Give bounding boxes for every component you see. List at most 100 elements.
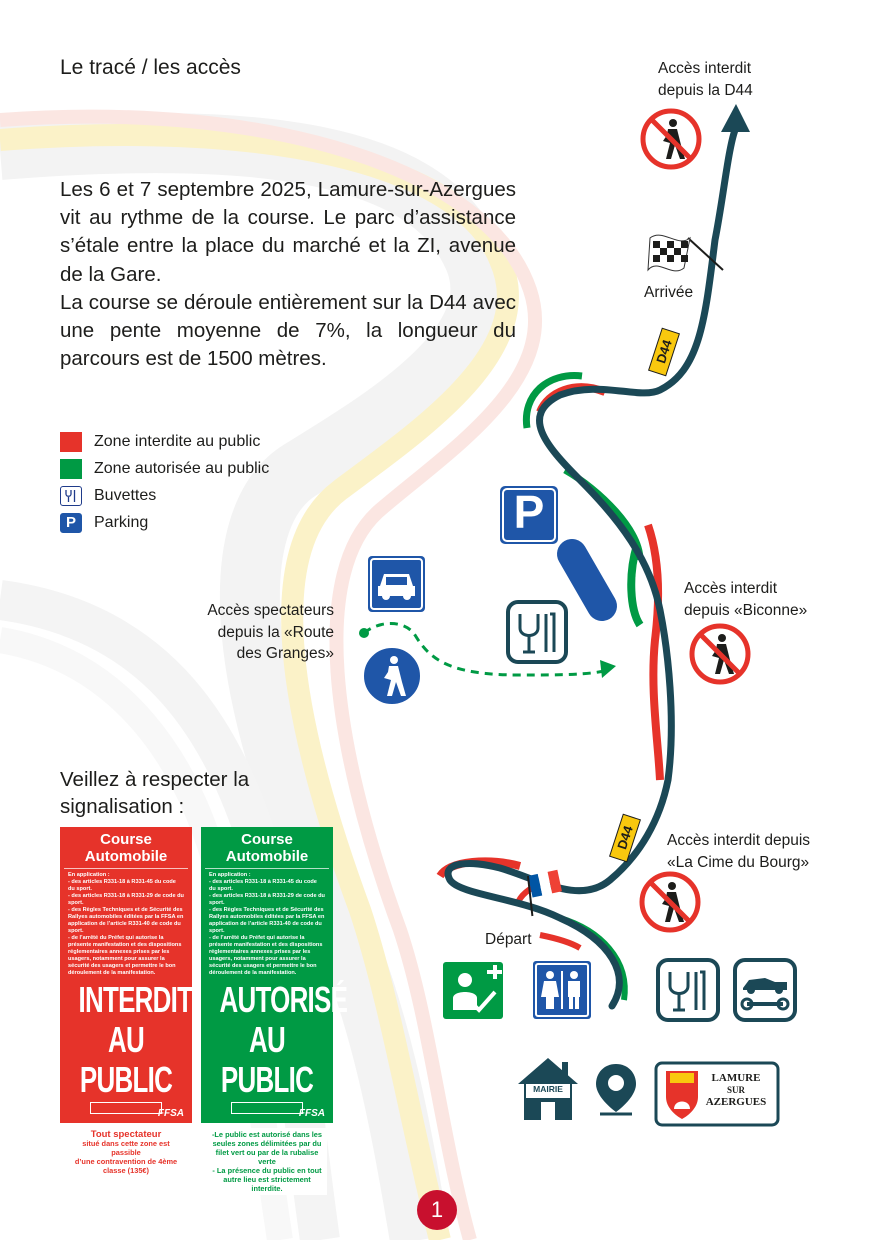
parking-icon: P (60, 512, 82, 533)
town-logo (654, 1061, 780, 1127)
box-line: -Le public est autorisé dans les seules … (211, 1130, 323, 1166)
legend-label: Parking (94, 513, 149, 531)
town-logo-line: SUR (726, 1085, 745, 1095)
forbidden-swatch (60, 431, 82, 452)
fine-line: - des Règles Techniques et de Sécurité d… (209, 907, 325, 934)
fine-line: - des articles R331-18 à R331-29 de code… (68, 893, 184, 906)
cutlery-icon (60, 485, 82, 506)
toilets-icon (533, 961, 591, 1019)
fine-line: - des articles R331-18 à R331-29 de code… (209, 893, 325, 906)
label-line: des Granges» (236, 645, 334, 662)
legend: Zone interdite au public Zone autorisée … (60, 428, 269, 536)
fine-line: - de l’arrêté du Préfet qui autorise la … (68, 935, 182, 976)
label-arrivee: Arrivée (644, 284, 694, 301)
legend-label: Zone autorisée au public (94, 459, 270, 477)
town-hall-icon (518, 1058, 578, 1120)
panel-big-line-1: INTERDIT (78, 979, 193, 1020)
no-pedestrian-icon-biconne (689, 623, 751, 685)
first-aid-icon (443, 962, 503, 1019)
label-line: depuis «Biconne» (684, 601, 808, 619)
label-line: depuis la D44 (658, 81, 753, 99)
panel-arrow (90, 1102, 162, 1114)
town-logo-text: LAMURE SUR AZERGUES (700, 1072, 772, 1108)
panel-interdit: Course Automobile En application : - des… (60, 827, 193, 1177)
panel-header: Course Automobile (64, 831, 188, 869)
finish-flag-icon (647, 234, 724, 272)
label-acces-d44: Accès interdit depuis la D44 (658, 58, 753, 101)
no-pedestrian-icon-cime (639, 871, 701, 933)
town-logo-line: AZERGUES (705, 1096, 767, 1108)
label-line: Accès spectateurs (207, 602, 334, 619)
label-line: Accès interdit (684, 580, 778, 597)
panel-big-line-2: AU PUBLIC (79, 1019, 173, 1100)
car-road-icon (368, 556, 425, 612)
allowed-zone-right (627, 543, 644, 628)
panel-info-box: -Le public est autorisé dans les seules … (207, 1128, 327, 1195)
label-acces-cime: Accès interdit depuis «La Cime du Bourg» (667, 830, 810, 873)
heading-line: Veillez à respecter la (60, 768, 250, 791)
label-line: Accès interdit (658, 60, 752, 77)
pedestrian-icon (362, 646, 422, 706)
spectator-access-path (363, 622, 609, 677)
legend-label: Zone interdite au public (94, 432, 261, 450)
panel-warning-box: Tout spectateur situé dans cette zone es… (66, 1128, 186, 1177)
heading-line: signalisation : (60, 795, 185, 818)
start-flag-icon (527, 869, 562, 917)
panel-fine-print: En application : - des articles R331-18 … (60, 869, 192, 980)
legend-item-parking: P Parking (60, 509, 269, 536)
box-line: situé dans cette zone est passible (82, 1139, 170, 1157)
fine-line: En application : (68, 872, 110, 878)
panel-autorise: Course Automobile En application : - des… (201, 827, 348, 1195)
label-acces-spectateurs: Accès spectateurs depuis la «Route des G… (150, 600, 334, 665)
legend-item-forbidden: Zone interdite au public (60, 428, 269, 455)
panel-big-line-2: AU PUBLIC (220, 1019, 314, 1100)
page-title: Le tracé / les accès (60, 56, 241, 79)
box-line: Tout spectateur (90, 1129, 162, 1140)
intro-paragraph-1: Les 6 et 7 septembre 2025, Lamure-sur-Az… (60, 178, 516, 286)
cutlery-icon-bottom (656, 958, 720, 1022)
label-line: «La Cime du Bourg» (667, 853, 810, 871)
mairie-label: MAIRIE (533, 1084, 563, 1094)
box-line: - La présence du public en tout autre li… (212, 1166, 322, 1193)
ffsa-logo: FFSA (157, 1108, 184, 1119)
cutlery-icon-map (506, 600, 568, 664)
page-number-badge: 1 (417, 1190, 457, 1230)
intro-text: Les 6 et 7 septembre 2025, Lamure-sur-Az… (60, 176, 516, 373)
fine-line: - des Règles Techniques et de Sécurité d… (68, 907, 184, 934)
town-logo-line: LAMURE (711, 1072, 761, 1084)
race-road (444, 126, 739, 1010)
legend-item-allowed: Zone autorisée au public (60, 455, 269, 482)
forbidden-zone-right (644, 523, 664, 781)
fine-line: - des articles R331-18 à R331-45 du code… (209, 879, 317, 892)
parking-sign-icon (500, 486, 558, 544)
d44-marker-top (648, 327, 680, 377)
panel-big-line-1: AUTORISÉ (219, 979, 348, 1020)
fine-line: - des articles R331-18 à R331-45 du code… (68, 879, 176, 892)
legend-label: Buvettes (94, 486, 157, 504)
panel-fine-print: En application : - des articles R331-18 … (201, 869, 333, 980)
panel-arrow (231, 1102, 303, 1114)
forbidden-zone-depart (539, 932, 582, 951)
no-pedestrian-icon-d44 (640, 108, 702, 170)
map-pin-icon (596, 1064, 636, 1116)
road-arrow-head (721, 104, 750, 132)
parking-sign-letter: P (513, 486, 545, 538)
fine-line: En application : (209, 872, 251, 878)
intro-paragraph-2: La course se déroule entièrement sur la … (60, 290, 516, 371)
d44-marker-bottom (609, 813, 641, 863)
allowed-swatch (60, 458, 82, 479)
legend-item-buvettes: Buvettes (60, 482, 269, 509)
label-acces-biconne: Accès interdit depuis «Biconne» (684, 578, 807, 621)
panel-header: Course Automobile (205, 831, 329, 869)
box-line: d’une contravention de 4ème classe (135€… (74, 1157, 178, 1175)
ffsa-logo: FFSA (298, 1108, 325, 1119)
race-car-tools-icon (733, 958, 797, 1022)
label-line: Accès interdit depuis (667, 832, 811, 849)
allowed-zone-top (522, 372, 583, 429)
parking-area (557, 539, 617, 621)
label-line: depuis la «Route (217, 623, 334, 641)
signalisation-heading: Veillez à respecter la signalisation : (60, 766, 249, 820)
label-depart: Départ (485, 931, 532, 948)
fine-line: - de l’arrêté du Préfet qui autorise la … (209, 935, 323, 976)
